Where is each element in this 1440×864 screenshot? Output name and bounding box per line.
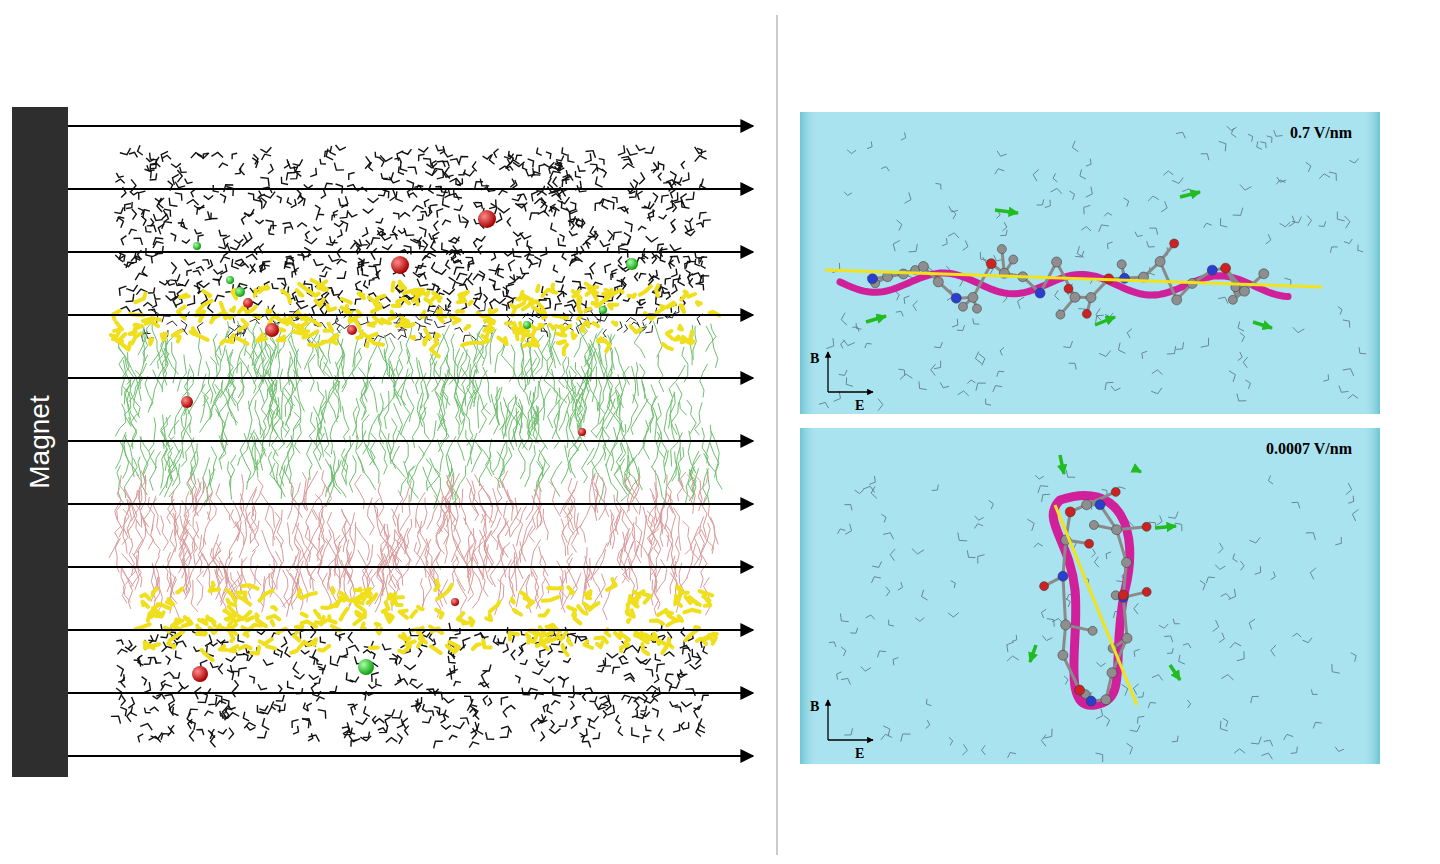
simulation-panel: 0.0007 V/nm (800, 428, 1380, 764)
simulation-panel: 0.7 V/nm (800, 112, 1380, 414)
field-strength: 0.7 V/nm (1290, 124, 1352, 142)
field-strength: 0.0007 V/nm (1266, 440, 1352, 458)
axis-label: E (855, 399, 864, 413)
magnet-label: Magnet (24, 395, 56, 488)
axis-label: B (810, 352, 819, 366)
axis-label: E (855, 747, 864, 761)
magnet-bar: Magnet (12, 107, 68, 777)
axis-label: B (810, 700, 819, 714)
